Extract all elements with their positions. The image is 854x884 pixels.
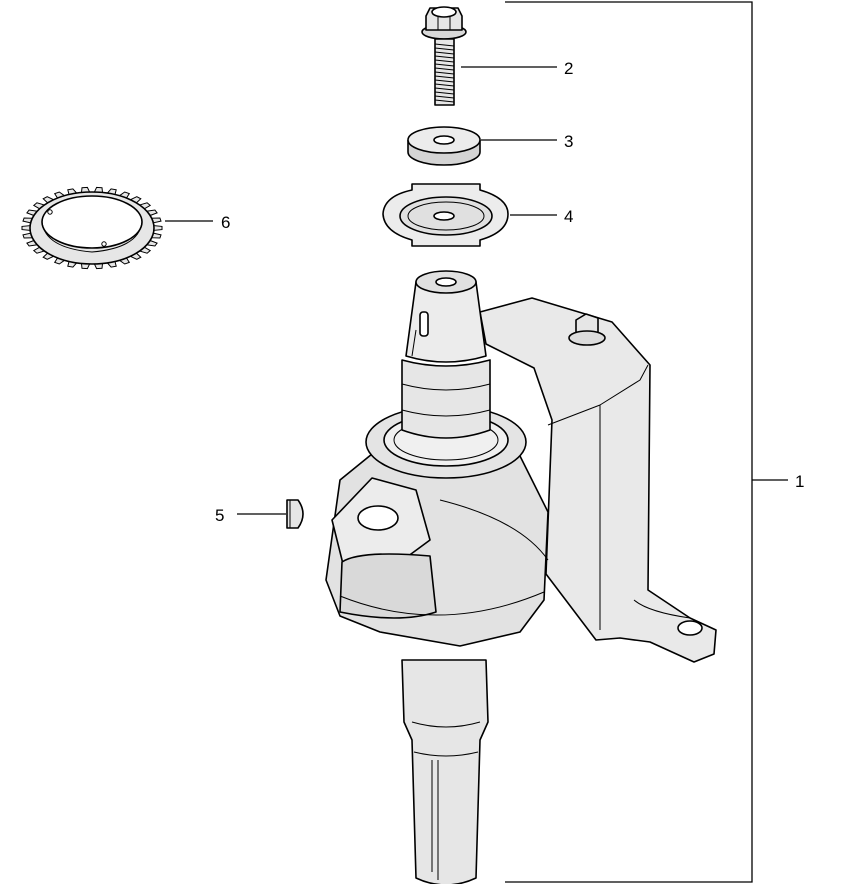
crankshaft-assembly-icon[interactable]	[325, 270, 717, 884]
retainer-plate-icon[interactable]	[382, 183, 557, 247]
washer-icon[interactable]	[407, 126, 557, 166]
woodruff-key-icon[interactable]	[237, 499, 304, 529]
timing-gear-icon[interactable]	[21, 186, 213, 270]
callout-2: 2	[564, 59, 573, 78]
callout-1: 1	[795, 472, 804, 491]
assembly-bracket	[505, 1, 788, 883]
callout-3: 3	[564, 132, 573, 151]
callout-6: 6	[221, 213, 230, 232]
callout-4: 4	[564, 207, 573, 226]
flange-bolt-icon[interactable]	[421, 6, 557, 106]
callout-5: 5	[215, 506, 224, 525]
